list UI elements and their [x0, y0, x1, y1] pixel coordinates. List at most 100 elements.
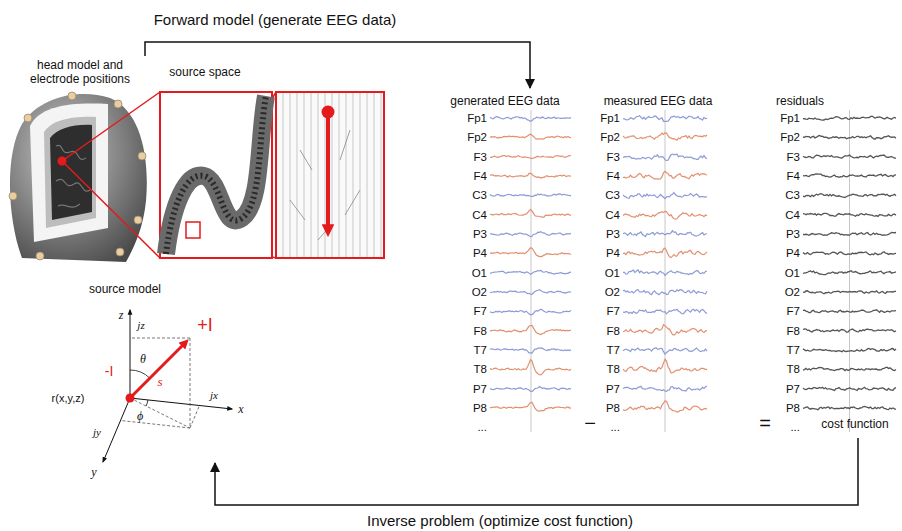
- eeg-trace: [490, 232, 571, 237]
- channel-label: P7: [606, 382, 620, 396]
- channel-label: F3: [607, 150, 620, 164]
- channel-label: F8: [787, 324, 800, 338]
- channel-label: F4: [607, 169, 620, 183]
- channel-label: Fp1: [467, 111, 487, 125]
- panel-heading: measured EEG data: [604, 94, 713, 108]
- process-arrow: [145, 42, 530, 88]
- channel-label: Fp1: [780, 111, 800, 125]
- eeg-trace: [490, 248, 571, 257]
- axis-label: z: [119, 309, 124, 322]
- channel-label: Fp2: [467, 130, 487, 144]
- channel-label: F7: [474, 304, 487, 318]
- eeg-trace: [803, 252, 896, 255]
- eeg-trace: [623, 270, 707, 275]
- eeg-trace: [490, 210, 571, 218]
- channel-label: O2: [785, 285, 800, 299]
- channel-label: C4: [785, 208, 800, 222]
- eeg-trace: [490, 290, 571, 295]
- eeg-trace: [623, 192, 707, 198]
- gyri: [56, 145, 90, 207]
- panel-heading: generated EEG data: [450, 94, 559, 108]
- eeg-trace: [490, 117, 571, 122]
- channel-label: T7: [474, 343, 487, 357]
- channel-label: Fp2: [600, 130, 620, 144]
- operator-symbol: =: [759, 412, 771, 434]
- skull-cut: [30, 104, 108, 242]
- eeg-trace: [623, 116, 707, 122]
- eeg-trace: [490, 173, 571, 178]
- channel-label: F4: [474, 169, 487, 183]
- csf-layer: [44, 117, 96, 228]
- panel-heading: residuals: [776, 94, 824, 108]
- eeg-trace: [623, 348, 707, 354]
- channel-label: P7: [473, 382, 487, 396]
- axis-label: +I: [197, 316, 213, 336]
- axis-label: r(x,y,z): [52, 392, 85, 404]
- channel-label: O2: [605, 285, 620, 299]
- axis-label: x: [238, 403, 243, 416]
- eeg-trace: [803, 348, 896, 351]
- edge-label: Forward model (generate EEG data): [151, 12, 400, 28]
- eeg-trace: [490, 402, 571, 411]
- eeg-trace: [803, 406, 896, 409]
- channel-label: ...: [790, 420, 800, 434]
- channel-label: P3: [606, 227, 620, 241]
- eeg-trace: [623, 231, 707, 237]
- source-model-axes: [103, 310, 232, 462]
- neuron-image: [276, 92, 384, 258]
- eeg-trace: [803, 174, 896, 177]
- eeg-trace: [490, 387, 571, 392]
- eeg-trace: [623, 386, 707, 391]
- eeg-trace: [803, 310, 896, 313]
- channel-label: F7: [607, 304, 620, 318]
- eeg-trace: [490, 134, 571, 139]
- eeg-trace: [803, 367, 896, 370]
- operator-symbol: −: [584, 412, 596, 434]
- axis-label: -I: [105, 364, 114, 379]
- eeg-panel: generated EEG dataFp1Fp2F3F4C3C4P3P4O1O2…: [420, 88, 590, 436]
- channel-label: T8: [474, 362, 487, 376]
- channel-label: P3: [473, 227, 487, 241]
- eeg-traces: [490, 110, 896, 432]
- channel-label: C3: [605, 188, 620, 202]
- eeg-trace: [490, 270, 571, 274]
- channel-label: P3: [786, 227, 800, 241]
- eeg-trace: [490, 194, 571, 196]
- source-model-panel: source model: [40, 278, 240, 463]
- channel-label: P8: [473, 401, 487, 415]
- panel-heading: source model: [89, 282, 161, 296]
- axis-label: ϕ: [137, 410, 143, 423]
- eeg-trace: [623, 309, 707, 314]
- eeg-trace: [803, 155, 896, 158]
- eeg-trace: [803, 213, 896, 216]
- eeg-trace: [803, 271, 896, 275]
- channel-label: F8: [474, 324, 487, 338]
- channel-label: O1: [605, 266, 620, 280]
- eeg-trace: [803, 194, 896, 198]
- channel-label: F3: [787, 150, 800, 164]
- eeg-trace: [623, 290, 707, 295]
- channel-label: T8: [787, 362, 800, 376]
- eeg-trace: [490, 309, 571, 314]
- eeg-trace: [623, 325, 707, 335]
- channel-label: P8: [606, 401, 620, 415]
- channel-label: F7: [787, 304, 800, 318]
- axis-label: jz: [137, 319, 144, 331]
- eeg-trace: [623, 211, 707, 219]
- channel-label: P8: [786, 401, 800, 415]
- channel-label: P4: [473, 246, 487, 260]
- eeg-trace: [623, 359, 707, 372]
- axis-label: θ: [140, 353, 146, 366]
- eeg-panel: measured EEG dataFp1Fp2F3F4C3C4P3P4O1O2F…: [596, 88, 720, 436]
- cost-label: cost function: [821, 417, 888, 431]
- head-model-panel: head model and electrode positions: [5, 56, 155, 262]
- eeg-trace: [490, 360, 571, 375]
- eeg-trace: [490, 325, 571, 334]
- channel-label: ...: [477, 420, 487, 434]
- channel-label: P4: [606, 246, 620, 260]
- channel-label: O1: [472, 266, 487, 280]
- eeg-trace: [803, 116, 896, 120]
- channel-label: F4: [787, 169, 800, 183]
- channel-label: C3: [785, 188, 800, 202]
- channel-label: O1: [785, 266, 800, 280]
